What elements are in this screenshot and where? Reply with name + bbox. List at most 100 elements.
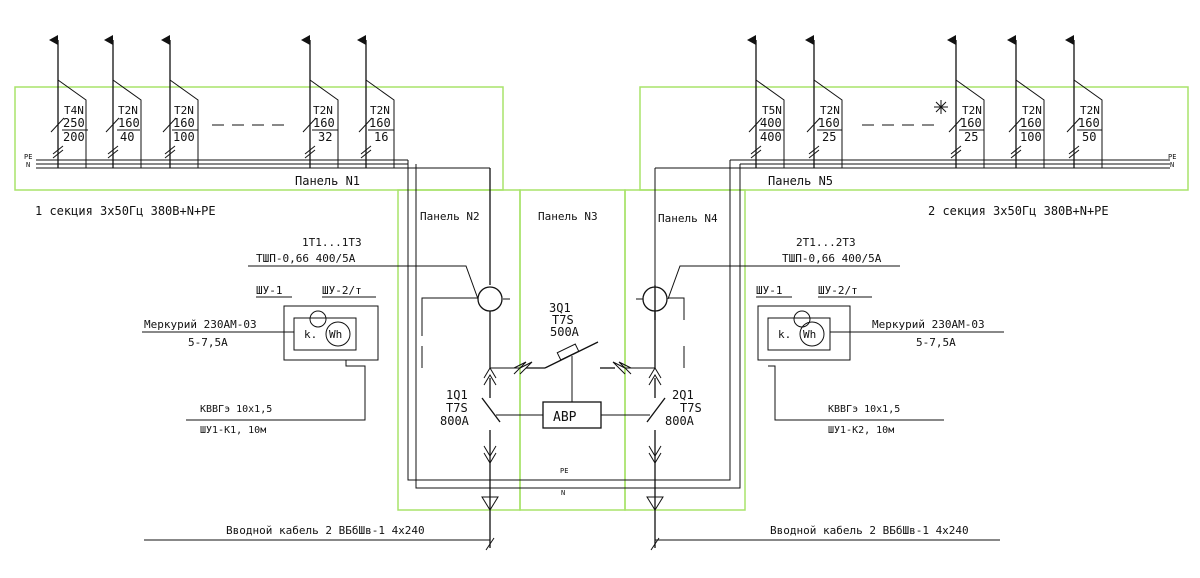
- avr-label: АВР: [553, 410, 577, 425]
- right-input-cable: Вводной кабель 2 ВБбШв-1 4х240: [770, 524, 969, 537]
- feeder-setting: 400: [760, 130, 782, 144]
- panel-n2-label: Панель N2: [420, 210, 480, 223]
- q1-rating: 800А: [440, 414, 470, 428]
- feeder-type: T4N: [64, 104, 84, 117]
- left-feeder-3: T2N 160 100: [161, 35, 199, 168]
- feeder-setting: 100: [173, 130, 195, 144]
- feeder-rating: 160: [313, 116, 335, 130]
- left-ct-label: 1Т1...1Т3: [302, 236, 362, 249]
- right-n-label: N: [1170, 161, 1174, 169]
- left-cable-ref: ШУ1-К1, 10м: [200, 425, 266, 436]
- feeder-type: T2N: [1080, 104, 1100, 117]
- feeder-setting: 25: [964, 130, 978, 144]
- right-k-symbol: k.: [778, 328, 791, 341]
- panel-n5-outline: [639, 86, 1189, 191]
- panel-n3-outline: [519, 189, 626, 511]
- feeder-rating: 250: [63, 116, 85, 130]
- feeder-rating: 400: [760, 116, 782, 130]
- feeder-rating: 160: [1078, 116, 1100, 130]
- right-cable-ref: ШУ1-К2, 10м: [828, 425, 894, 436]
- feeder-type: T2N: [1022, 104, 1042, 117]
- left-wh-symbol: Wh: [329, 328, 342, 341]
- right-feeder-1: T5N 400 400: [747, 35, 785, 168]
- feeder-rating: 160: [1020, 116, 1042, 130]
- bus-coupler: [513, 341, 632, 402]
- right-busbars: [655, 159, 1170, 169]
- feeder-rating: 160: [173, 116, 195, 130]
- q2-name: 2Q1: [672, 388, 694, 402]
- right-meter-dial: [793, 310, 811, 328]
- left-k-symbol: k.: [304, 328, 317, 341]
- panel-n3-label: Панель N3: [538, 210, 598, 223]
- right-ct-leader: [667, 265, 900, 300]
- feeder-setting: 100: [1020, 130, 1042, 144]
- right-ct-type: ТШП-0,66 400/5А: [782, 252, 882, 265]
- right-feeder-3: T2N 160 25: [934, 35, 985, 168]
- feeder-rating: 160: [960, 116, 982, 130]
- left-feeder-1: T4N 250 200: [49, 35, 88, 168]
- bottom-pe-label: PE: [560, 467, 568, 475]
- right-wh-meter-icon: [799, 321, 825, 347]
- left-ct-type: ТШП-0,66 400/5А: [256, 252, 356, 265]
- feeder-type: T2N: [370, 104, 390, 117]
- left-main-line: [477, 168, 520, 551]
- section-2-caption: 2 секция 3х50Гц 380В+N+PE: [928, 204, 1109, 218]
- right-cable-leader: [768, 365, 944, 421]
- right-feeder-5: T2N 160 50: [1065, 35, 1103, 168]
- right-pe-label: PE: [1168, 153, 1176, 161]
- feeder-type: T2N: [313, 104, 333, 117]
- feeder-setting: 200: [63, 130, 85, 144]
- right-cable: КВВГэ 10х1,5: [828, 404, 900, 415]
- section-1-caption: 1 секция 3х50Гц 380В+N+PE: [35, 204, 216, 218]
- left-meter-model: Меркурий 230АМ-03: [144, 318, 257, 331]
- bottom-n-label: N: [561, 489, 565, 497]
- q2-type: T7S: [680, 401, 702, 415]
- left-cable-leader: [186, 360, 366, 421]
- right-ct-secondary: [668, 297, 685, 368]
- right-ct-label: 2Т1...2Т3: [796, 236, 856, 249]
- left-wh-meter-icon: [325, 321, 351, 347]
- feeder-setting: 25: [822, 130, 836, 144]
- q1-name: 1Q1: [446, 388, 468, 402]
- left-ct-secondary: [421, 297, 478, 368]
- q1-type: T7S: [446, 401, 468, 415]
- right-feeder-2: T2N 160 25: [805, 35, 843, 168]
- q3-type: T7S: [552, 313, 574, 327]
- left-meter-range: 5-7,5А: [188, 336, 228, 349]
- right-meter-model: Меркурий 230АМ-03: [872, 318, 985, 331]
- panel-n1-label: Панель N1: [295, 174, 360, 188]
- feeder-rating: 160: [369, 116, 391, 130]
- right-meter-range: 5-7,5А: [916, 336, 956, 349]
- feeder-type: T2N: [118, 104, 138, 117]
- asterisk-icon: [934, 100, 948, 114]
- panel-n4-outline: [624, 189, 746, 511]
- right-meter-box: [767, 317, 831, 351]
- feeder-setting: 50: [1082, 130, 1096, 144]
- left-feeder-5: T2N 160 16: [357, 35, 395, 168]
- left-meter-box: [293, 317, 357, 351]
- left-box1-label: ШУ-1: [256, 284, 283, 297]
- right-wh-symbol: Wh: [803, 328, 816, 341]
- left-input-cable: Вводной кабель 2 ВБбШв-1 4х240: [226, 524, 425, 537]
- right-meter-cabinet: [757, 305, 851, 361]
- feeder-type: T2N: [174, 104, 194, 117]
- feeder-setting: 32: [318, 130, 332, 144]
- left-feeder-2: T2N 160 40: [104, 35, 142, 168]
- right-feeder-4: T2N 160 100: [1007, 35, 1045, 168]
- left-n-label: N: [26, 161, 30, 169]
- feeder-rating: 160: [118, 116, 140, 130]
- feeder-setting: 40: [120, 130, 134, 144]
- q2-rating: 800А: [665, 414, 695, 428]
- right-box1-label: ШУ-1: [756, 284, 783, 297]
- panel-n1-outline: [14, 86, 504, 191]
- left-cable: КВВГэ 10х1,5: [200, 404, 272, 415]
- left-busbars: [36, 159, 490, 169]
- panel-n5-label: Панель N5: [768, 174, 833, 188]
- left-meter-dial: [309, 310, 327, 328]
- right-box2-label: ШУ-2/т: [818, 284, 858, 297]
- left-feeder-4: T2N 160 32: [301, 35, 339, 168]
- q3-name: 3Q1: [549, 301, 571, 315]
- left-pe-label: PE: [24, 153, 32, 161]
- left-meter-cabinet: [283, 305, 379, 361]
- feeder-type: T2N: [820, 104, 840, 117]
